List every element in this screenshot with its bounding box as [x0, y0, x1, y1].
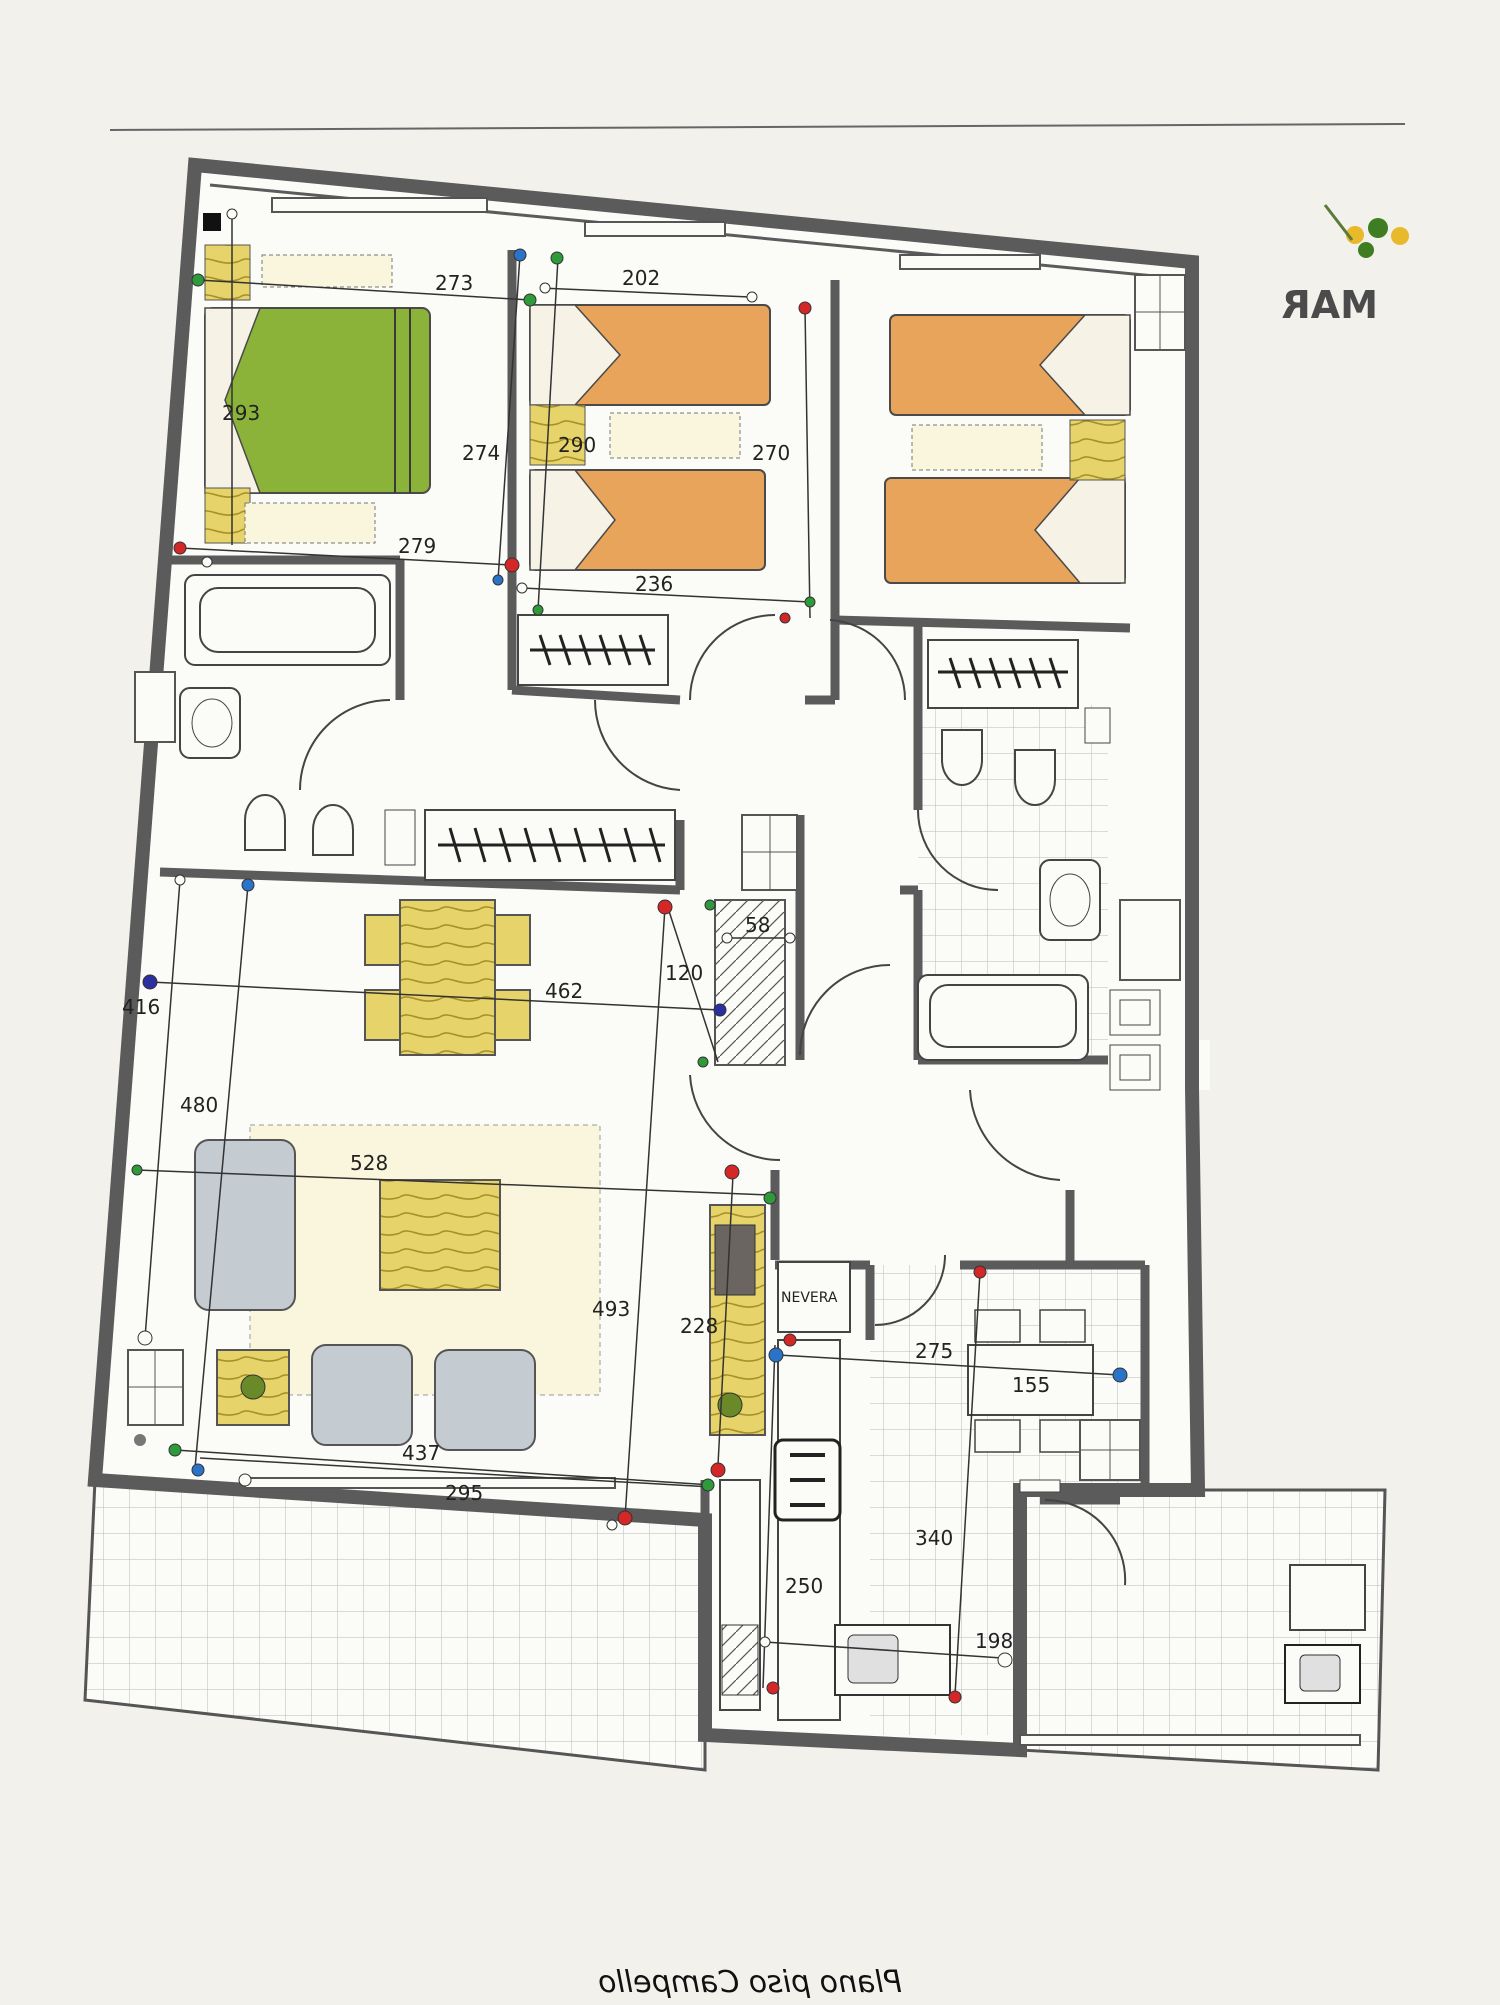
dimension-label: 198 — [975, 1629, 1013, 1653]
caption: Plano piso Campello — [598, 1965, 902, 2000]
dining-table — [399, 899, 496, 1056]
dimension-label: 155 — [1012, 1373, 1050, 1397]
logo: MAR — [1282, 204, 1409, 327]
bidet — [312, 804, 354, 856]
toilet — [1014, 749, 1056, 806]
dimension-label: 202 — [622, 266, 660, 290]
dimension-label: 416 — [122, 995, 160, 1019]
measurement-markers — [131, 208, 1128, 1704]
sofa — [194, 1139, 296, 1311]
door-swings — [299, 614, 1127, 1586]
dining-chair — [494, 914, 531, 966]
interior-walls — [159, 250, 1150, 1520]
washing-machine — [1289, 1564, 1366, 1631]
dimension-label: 340 — [915, 1526, 953, 1550]
bidet — [941, 729, 983, 786]
windows-top — [271, 197, 1041, 270]
kitchen-table — [967, 1344, 1094, 1416]
dining-chair — [364, 914, 401, 966]
kitchen-counter — [777, 1339, 841, 1721]
armchair — [311, 1344, 413, 1446]
dimension-label: 273 — [435, 271, 473, 295]
living-dining — [127, 899, 786, 1489]
dimension-label: 462 — [545, 979, 583, 1003]
hatched-shaft — [714, 899, 786, 1066]
dimension-label: 236 — [635, 572, 673, 596]
bedroom-3 — [884, 274, 1186, 709]
tv — [714, 1224, 756, 1296]
dimension-label: 58 — [745, 913, 770, 937]
coffee-table — [379, 1179, 501, 1291]
dimension-label: 437 — [402, 1441, 440, 1465]
bedroom-2 — [517, 304, 771, 686]
bedroom-1 — [204, 244, 431, 544]
dining-chair — [364, 989, 401, 1041]
dimension-label: 275 — [915, 1339, 953, 1363]
corner-marker — [203, 213, 221, 231]
dimension-label: 274 — [462, 441, 500, 465]
dimension-label: 480 — [180, 1093, 218, 1117]
balcony-window — [244, 1477, 616, 1489]
measurement-lines — [136, 214, 1121, 1696]
dimension-label: 290 — [558, 433, 596, 457]
dimension-label: 293 — [222, 401, 260, 425]
toilet — [244, 794, 286, 851]
dimension-label: 270 — [752, 441, 790, 465]
dimension-label: 250 — [785, 1574, 823, 1598]
armchair — [434, 1349, 536, 1451]
dimension-label: 295 — [445, 1481, 483, 1505]
dining-chair — [494, 989, 531, 1041]
washbasin — [1039, 859, 1101, 941]
fridge — [777, 1261, 851, 1333]
washbasin — [179, 687, 241, 759]
dimension-label: 493 — [592, 1297, 630, 1321]
exterior-wall — [87, 157, 1206, 1758]
kitchen: NEVERA — [719, 1261, 1366, 1746]
dimension-label: 228 — [680, 1314, 718, 1338]
bathroom-2 — [917, 707, 1181, 1091]
wardrobe — [927, 639, 1079, 709]
page-border-line — [109, 123, 1406, 131]
bathroom-1 — [134, 574, 798, 891]
dimension-label: 528 — [350, 1151, 388, 1175]
dimension-label: 279 — [398, 534, 436, 558]
fridge-label: NEVERA — [781, 1290, 838, 1306]
dimension-label: 120 — [665, 961, 703, 985]
logo-text: MAR — [1282, 283, 1378, 327]
